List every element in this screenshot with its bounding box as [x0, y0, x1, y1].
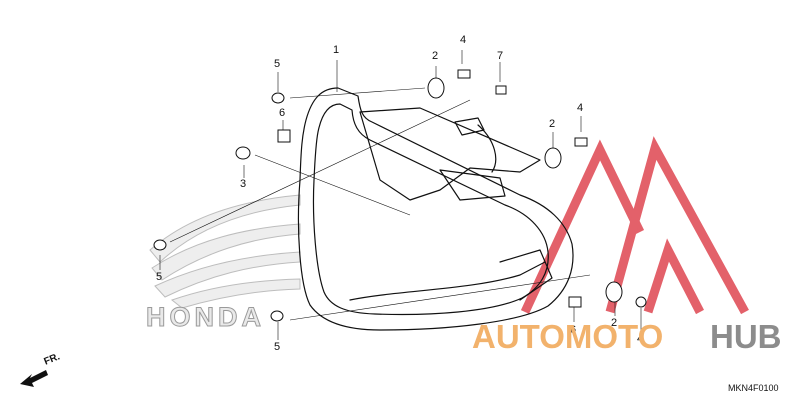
- callout-1: 1: [333, 44, 340, 56]
- part-diagram-code: MKN4F0100: [728, 383, 779, 393]
- callout-5: 5: [274, 58, 281, 70]
- site-watermark-text-hub: HUB: [710, 318, 782, 355]
- callout-5: 5: [274, 341, 281, 353]
- callout-2: 2: [549, 118, 556, 130]
- callout-5: 5: [156, 271, 163, 283]
- callout-3: 3: [240, 178, 247, 190]
- callout-4: 4: [460, 34, 467, 46]
- callout-2: 2: [611, 317, 618, 329]
- callout-7: 7: [497, 50, 504, 62]
- callout-6: 6: [279, 107, 286, 119]
- callout-4: 4: [577, 102, 584, 114]
- callout-4: 4: [637, 333, 644, 345]
- honda-wordmark: HONDA: [146, 302, 265, 333]
- callout-6: 6: [570, 324, 577, 336]
- callout-2: 2: [432, 50, 439, 62]
- site-watermark-text: AUTOMOTO: [472, 318, 664, 355]
- front-direction-arrow: [20, 370, 48, 387]
